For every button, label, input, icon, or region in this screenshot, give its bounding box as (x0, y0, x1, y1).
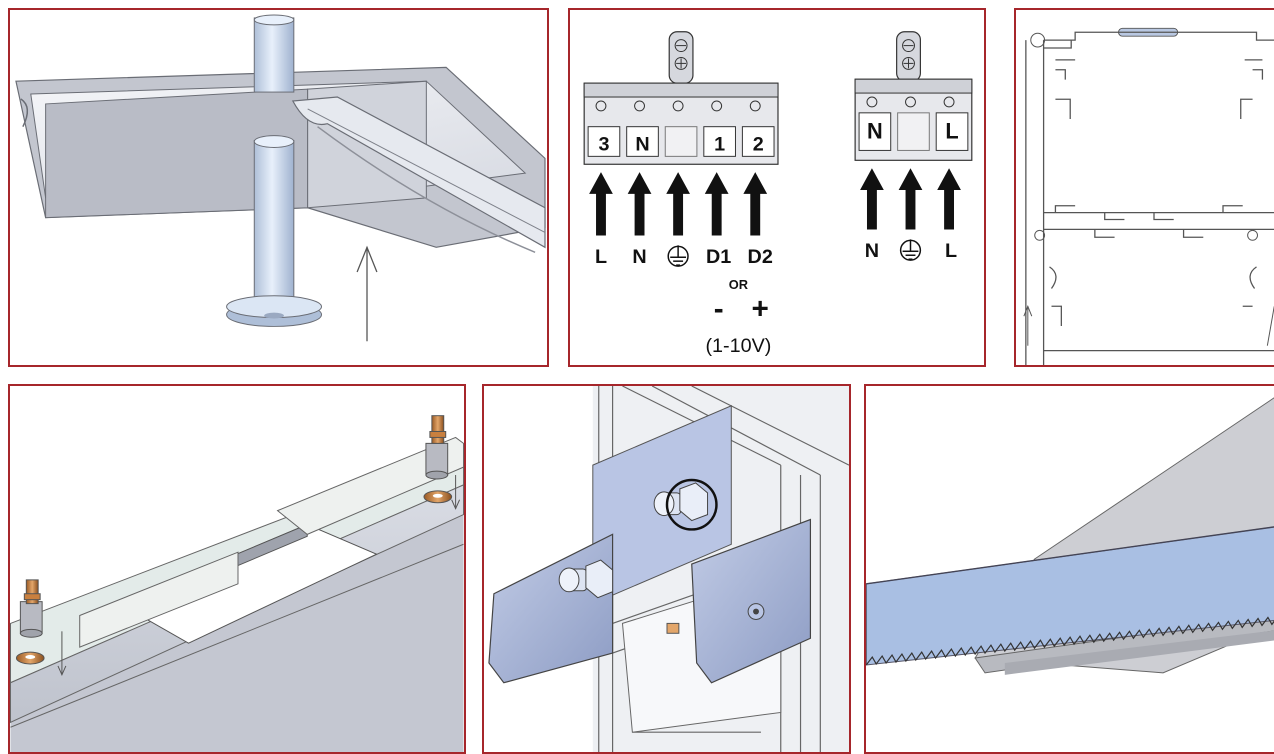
earth-icon (667, 245, 689, 267)
panel-joint-connector (482, 384, 851, 754)
or-text: OR (729, 277, 749, 292)
pin-insertion-drawing (15, 14, 546, 342)
right-wire-label-3: L (945, 240, 957, 262)
pin-washers-drawing (10, 415, 464, 752)
profile-section-drawing (1023, 27, 1274, 365)
wiring-diagram: 3 N 1 2 L N D1 D2 OR - + (1-10V) (583, 31, 973, 357)
right-wire-label-1: N (865, 240, 879, 262)
bolt-upper (653, 482, 709, 522)
earth-icon (899, 239, 922, 261)
highlight-circle (665, 478, 718, 531)
minus-sign: - (714, 293, 724, 326)
panel-wiring-terminals: 3 N 1 2 L N D1 D2 OR - + (1-10V) (568, 8, 986, 367)
voltage-range: (1-10V) (705, 335, 771, 357)
panel-pin-insertion (8, 8, 549, 367)
bolt-lower (558, 559, 614, 599)
left-wire-arrows (589, 172, 768, 236)
right-slot-1: N (867, 119, 883, 144)
left-terminal-slots (587, 126, 775, 157)
right-slot-3: L (945, 119, 958, 144)
panel-saw-cutting (864, 384, 1274, 754)
right-wire-arrows (860, 168, 961, 230)
panel-profile-section (1014, 8, 1274, 367)
left-slot-2: N (635, 133, 649, 155)
left-slot-4: 1 (714, 133, 725, 155)
panel-pin-washers (8, 384, 466, 754)
joint-connector-drawing (488, 386, 849, 752)
left-slot-1: 3 (598, 133, 609, 155)
left-wire-label-1: L (595, 246, 607, 268)
plus-sign: + (752, 293, 769, 326)
left-wire-label-5: D2 (748, 246, 773, 268)
left-wire-label-2: N (632, 246, 646, 268)
saw-cutting-drawing (866, 397, 1274, 675)
left-wire-label-4: D1 (706, 246, 731, 268)
left-slot-5: 2 (753, 133, 764, 155)
